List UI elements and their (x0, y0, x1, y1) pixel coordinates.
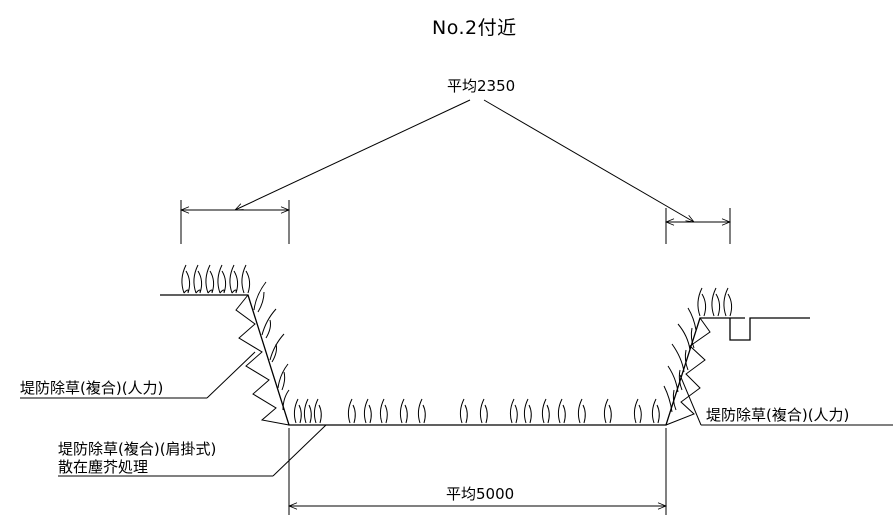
left-slope-zigzag (235, 294, 290, 426)
leader-left-slope (20, 351, 256, 399)
dimension-top-left (181, 200, 289, 244)
dimension-label-top: 平均2350 (447, 77, 516, 95)
leader-right-slope (679, 374, 893, 426)
ground-profile (160, 294, 810, 426)
dimension-top-right (666, 208, 730, 244)
leader-bottom (58, 424, 327, 477)
dimension-bottom (289, 428, 666, 515)
grass-tufts (181, 264, 733, 424)
right-slope-zigzag (665, 317, 711, 426)
dimension-label-bottom: 平均5000 (446, 485, 515, 503)
label-bottom-line2: 散在塵芥処理 (58, 458, 149, 476)
leader-lines-2350 (235, 99, 694, 222)
label-right-slope: 堤防除草(複合)(人力) (706, 406, 850, 424)
label-left-slope: 堤防除草(複合)(人力) (20, 379, 164, 397)
page-title: No.2付近 (432, 17, 517, 39)
label-bottom-line1: 堤防除草(複合)(肩掛式) (58, 440, 217, 458)
